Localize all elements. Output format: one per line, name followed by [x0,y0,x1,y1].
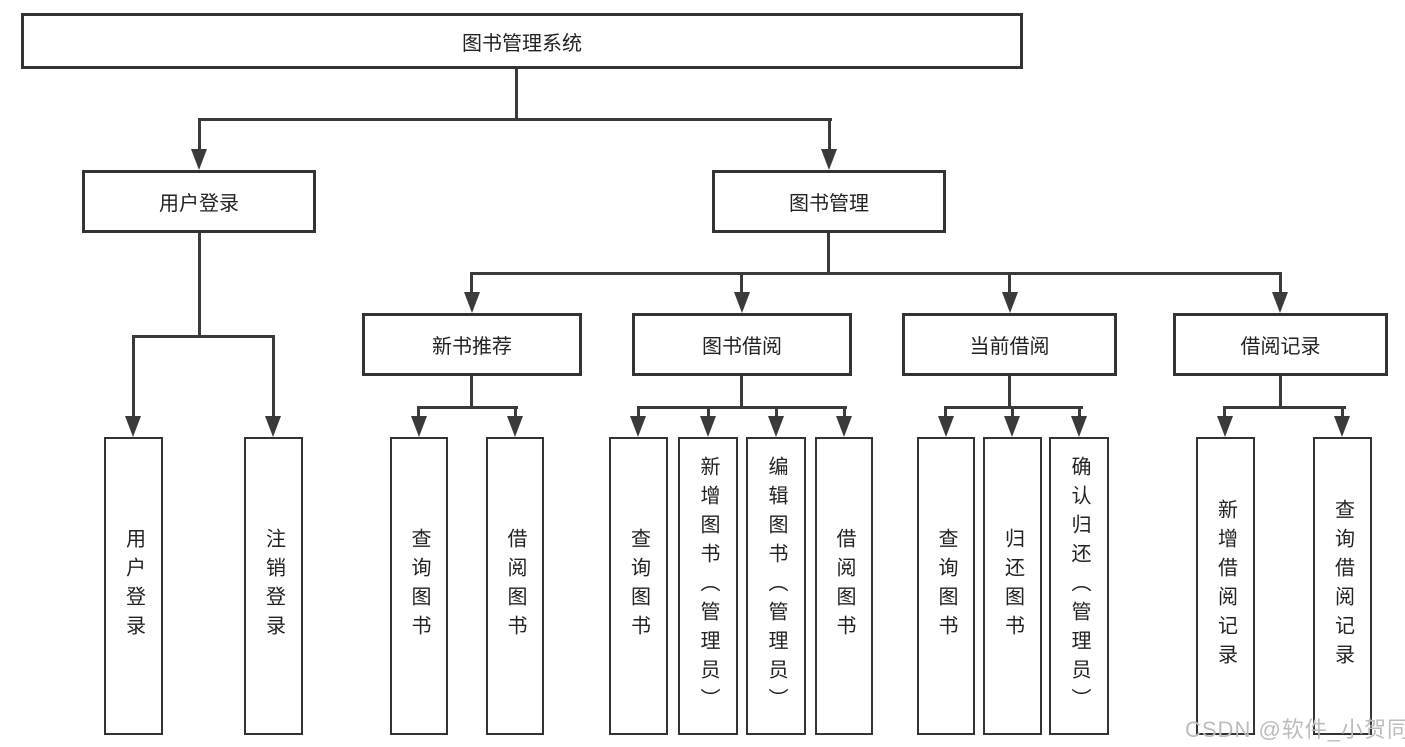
leaf-logout-label: 注销登录 [262,528,285,644]
arrowhead [1004,416,1020,437]
leaf-query-borrow-record: 查询借阅记录 [1313,437,1372,735]
connector-segment [740,272,743,292]
connector-segment [827,233,830,272]
leaf-borrow-books-borrowing-label: 借阅图书 [833,528,855,644]
arrowhead [125,416,141,437]
connector-segment [1008,376,1011,406]
connector-segment [828,118,831,149]
node-book-management-label: 图书管理 [789,193,869,215]
connector-segment [470,272,473,292]
connector-segment [417,406,518,409]
leaf-borrow-books-borrowing: 借阅图书 [815,437,873,735]
connector-segment [417,406,420,416]
leaf-logout: 注销登录 [244,437,303,735]
leaf-user-login-label: 用户登录 [122,528,145,644]
leaf-user-login: 用户登录 [104,437,163,735]
node-book-management: 图书管理 [712,170,946,233]
leaf-return-books: 归还图书 [983,437,1042,735]
csdn-watermark: CSDN @软件_小贺同学 [1185,717,1405,742]
arrowhead [1071,416,1087,437]
node-borrow-records-label: 借阅记录 [1240,336,1321,358]
connector-segment [843,406,846,416]
arrowhead [734,292,750,313]
arrowhead [821,149,837,170]
node-current-borrowing-label: 当前借阅 [969,336,1050,358]
arrowhead [700,416,716,437]
leaf-edit-books-admin: 编辑图书（管理员） [746,437,806,735]
leaf-query-books-borrowing-label: 查询图书 [627,528,650,644]
leaf-query-books-recommend-label: 查询图书 [408,528,430,644]
connector-segment [740,376,743,406]
leaf-confirm-return-admin-label: 确认归还（管理员） [1068,455,1090,717]
leaf-return-books-label: 归还图书 [1001,528,1024,644]
connector-segment [515,69,518,118]
node-new-book-recommend-label: 新书推荐 [432,336,512,358]
node-root: 图书管理系统 [21,13,1023,69]
connector-segment [198,118,201,149]
connector-segment [132,335,275,338]
arrowhead [1217,416,1233,437]
connector-segment [637,406,847,409]
leaf-query-books-current: 查询图书 [917,437,975,735]
connector-segment [1223,406,1346,409]
arrowhead [938,416,954,437]
node-current-borrowing: 当前借阅 [902,313,1117,376]
connector-segment [514,406,517,416]
node-book-borrowing: 图书借阅 [632,313,852,376]
leaf-add-books-admin: 新增图书（管理员） [678,437,738,735]
connector-segment [132,335,135,416]
arrowhead [191,149,207,170]
leaf-query-books-borrowing: 查询图书 [609,437,668,735]
arrowhead [1272,292,1288,313]
connector-segment [707,406,710,416]
arrowhead [507,416,523,437]
arrowhead [464,292,480,313]
connector-segment [1279,376,1282,406]
connector-segment [1011,406,1014,416]
node-book-borrowing-label: 图书借阅 [702,336,782,358]
leaf-query-books-current-label: 查询图书 [935,528,957,644]
leaf-confirm-return-admin: 确认归还（管理员） [1049,437,1109,735]
leaf-add-borrow-record: 新增借阅记录 [1196,437,1255,735]
connector-segment [198,118,832,121]
node-user-login-label: 用户登录 [159,193,239,215]
arrowhead [630,416,646,437]
arrowhead [1334,416,1350,437]
leaf-add-books-admin-label: 新增图书（管理员） [697,455,719,717]
node-new-book-recommend: 新书推荐 [362,313,582,376]
leaf-edit-books-admin-label: 编辑图书（管理员） [765,455,787,717]
arrowhead [411,416,427,437]
connector-segment [775,406,778,416]
connector-segment [470,376,473,406]
node-user-login: 用户登录 [82,170,316,233]
connector-segment [637,406,640,416]
arrowhead [265,416,281,437]
connector-segment [1223,406,1226,416]
connector-segment [470,272,1282,275]
arrowhead [836,416,852,437]
connector-segment [1078,406,1081,416]
arrowhead [768,416,784,437]
leaf-add-borrow-record-label: 新增借阅记录 [1214,499,1237,673]
node-borrow-records: 借阅记录 [1173,313,1388,376]
leaf-query-books-recommend: 查询图书 [390,437,448,735]
connector-segment [1008,272,1011,292]
connector-segment [1341,406,1344,416]
leaf-borrow-books-recommend-label: 借阅图书 [504,528,526,644]
leaf-borrow-books-recommend: 借阅图书 [486,437,544,735]
connector-segment [198,233,201,335]
arrowhead [1002,292,1018,313]
leaf-query-borrow-record-label: 查询借阅记录 [1331,499,1354,673]
node-root-label: 图书管理系统 [462,32,582,55]
connector-segment [1279,272,1282,292]
connector-segment [944,406,947,416]
connector-segment [272,335,275,416]
